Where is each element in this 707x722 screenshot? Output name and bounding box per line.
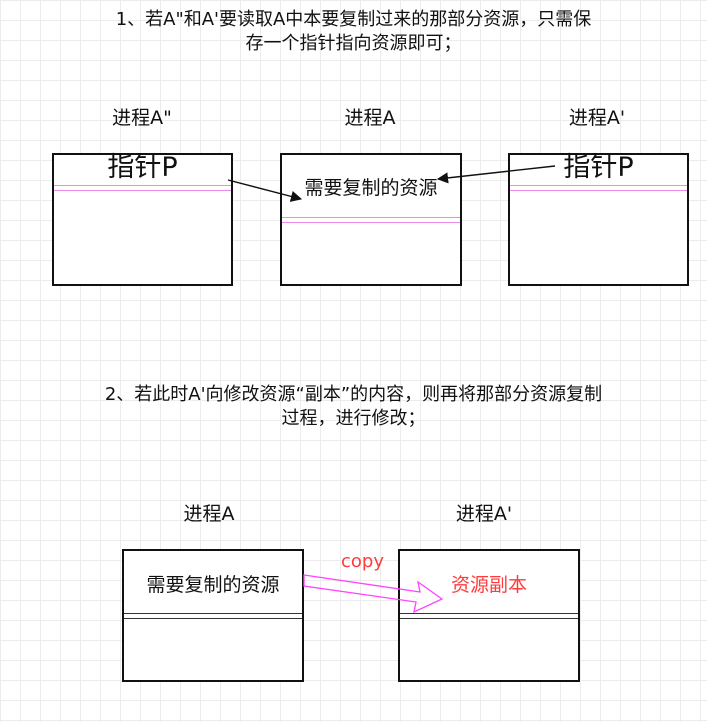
section2-caption-line2: 过程，进行修改； [281,408,426,429]
section1-caption-line1: 1、若A"和A'要读取A中本要复制过来的那部分资源，只需保 [115,9,592,30]
process-a-prime-label-2: 进程A' [455,503,513,525]
resource-copy-text: 资源副本 [450,574,527,596]
process-a-double-prime-label: 进程A" [112,107,172,129]
copy-label: copy [341,551,384,572]
section1-caption-line2: 存一个指针指向资源即可； [245,33,462,54]
divider-line [54,185,231,191]
process-a-double-prime-box[interactable]: 指针P [52,153,233,286]
pointer-p-text: 指针P [563,152,634,183]
process-a-label: 进程A [344,107,396,129]
process-a-prime-box-2[interactable]: 资源副本 [398,549,580,682]
section2-caption-line1: 2、若此时A'向修改资源“副本”的内容，则再将那部分资源复制 [104,384,603,405]
process-a-box-2[interactable]: 需要复制的资源 [122,549,304,682]
section1-caption: 1、若A"和A'要读取A中本要复制过来的那部分资源，只需保 存一个指针指向资源即… [40,8,667,56]
pointer-p-text: 指针P [107,152,178,183]
process-a-prime-label: 进程A' [568,107,626,129]
resource-to-copy-text: 需要复制的资源 [304,177,438,199]
divider-line [282,217,460,223]
resource-to-copy-text: 需要复制的资源 [146,574,280,596]
process-a-box[interactable]: 需要复制的资源 [280,153,462,286]
section2-caption: 2、若此时A'向修改资源“副本”的内容，则再将那部分资源复制 过程，进行修改； [20,383,687,431]
divider-line [400,613,578,619]
process-a-label-2: 进程A [183,503,235,525]
process-a-prime-box[interactable]: 指针P [508,153,689,286]
divider-line [510,185,687,191]
divider-line [124,613,302,619]
